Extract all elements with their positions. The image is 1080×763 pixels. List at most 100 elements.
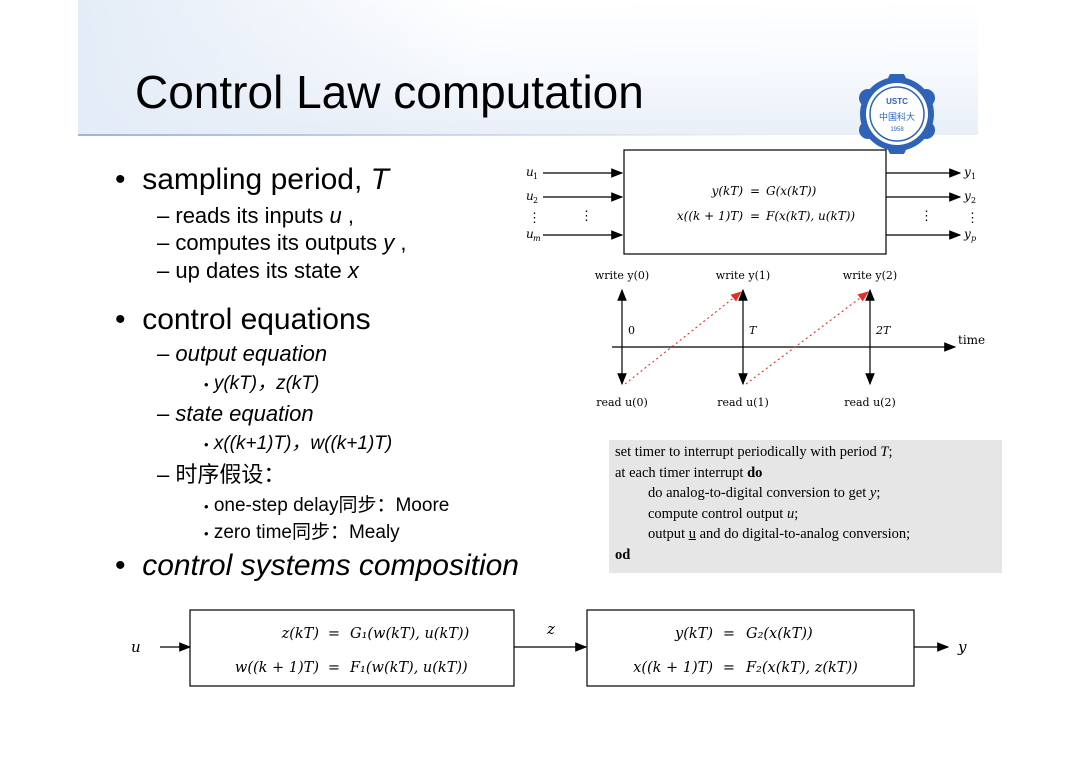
sub-bullet-text: up dates its state <box>175 258 348 283</box>
input-subscript: 1 <box>533 172 538 181</box>
sub-sub-bullet-text: zero time同步：Mealy <box>213 522 400 543</box>
block-eq2-lhs: x((k + 1)T) <box>677 209 743 223</box>
composition-input-label: u <box>131 638 141 656</box>
bullet-marker: • <box>115 549 126 582</box>
dash-marker: – <box>157 401 170 426</box>
code-text: and do digital-to-analog conversion; <box>695 526 911 542</box>
sub-bullet-var: u <box>329 203 342 228</box>
input-subscript: 2 <box>533 196 538 205</box>
code-var: u <box>786 505 795 522</box>
write-label: write y(0) <box>595 269 649 282</box>
sub-bullet-updates: – up dates its state x <box>157 258 359 284</box>
code-line: compute control output u; <box>615 504 1002 525</box>
write-label: write y(1) <box>716 269 770 282</box>
sub-bullet-text: computes its outputs <box>175 230 384 255</box>
ustc-logo: USTC 中国科大 1958 <box>859 74 935 154</box>
output-label: y <box>963 189 971 203</box>
block1-eq1-lhs: z(kT) <box>281 626 319 642</box>
logo-top-text: USTC <box>886 97 908 106</box>
code-line: set timer to interrupt periodically with… <box>615 442 1002 463</box>
read-label: read u(2) <box>844 396 896 409</box>
block-eq2-equals: = <box>750 209 760 223</box>
read-label: read u(0) <box>596 396 648 409</box>
input-label: u <box>526 189 534 203</box>
dotted-delay-arrow <box>745 291 869 385</box>
block1-eq2-rhs: F₁(w(kT), u(kT)) <box>349 660 468 676</box>
code-text: ; <box>794 505 799 522</box>
sub-bullet-var: y <box>383 230 395 255</box>
logo-year: 1958 <box>890 127 904 133</box>
time-axis-label: time <box>958 333 985 347</box>
code-text: set timer to interrupt periodically with… <box>615 444 881 460</box>
block1-eq1-rhs: G₁(w(kT), u(kT)) <box>350 626 469 642</box>
block2-eq1-rhs: G₂(x(kT)) <box>746 626 813 642</box>
bullet-var: T <box>370 163 389 196</box>
controller-block-2 <box>586 609 915 687</box>
sub-bullet-reads: – reads its inputs u , <box>157 203 354 229</box>
code-text: output <box>648 526 689 542</box>
sub-sub-bullet-output-terms: • y(kT)，z(kT) <box>204 373 319 396</box>
output-vdots-mid: ⋮ <box>920 209 933 224</box>
bullet-text: control systems composition <box>142 549 519 582</box>
block-eq1-lhs: y(kT) <box>711 184 744 198</box>
code-var: u <box>688 526 696 542</box>
tick-label: T <box>749 324 758 337</box>
dash-marker: – <box>157 230 170 255</box>
controller-block-1 <box>189 609 515 687</box>
sub-bullet-suffix: , <box>394 230 407 255</box>
block2-eq2-lhs: x((k + 1)T) <box>633 660 713 676</box>
title-band-shade <box>78 0 478 135</box>
block-eq1-rhs: G(x(kT)) <box>766 184 817 198</box>
code-text: ; <box>888 444 893 460</box>
bullet-marker: • <box>204 437 209 452</box>
block-eq1-equals: = <box>750 184 760 198</box>
sub-bullet-state-equation: – state equation <box>157 401 314 427</box>
block2-eq2-rhs: F₂(x(kT), z(kT)) <box>745 660 858 676</box>
code-text: do analog-to-digital conversion to get <box>648 485 870 501</box>
sub-bullet-timing: – 时序假设： <box>157 462 285 488</box>
bullet-text: sampling period, <box>142 163 371 196</box>
sub-sub-bullet-text: y(kT)，z(kT) <box>213 373 320 394</box>
code-text: ; <box>876 485 881 501</box>
bullet-text: control equations <box>142 303 371 336</box>
input-vdots-mid: ⋮ <box>580 209 593 224</box>
output-subscript: p <box>971 234 976 243</box>
sub-sub-bullet-one-step: • one-step delay同步：Moore <box>204 495 449 518</box>
sub-bullet-text: output equation <box>175 341 328 366</box>
input-vdots: ⋮ <box>528 211 541 226</box>
block1-eq2-equals: = <box>328 660 340 676</box>
input-subscript: m <box>533 234 541 243</box>
code-line: at each timer interrupt do <box>615 463 1002 484</box>
dotted-delay-arrow <box>624 291 742 385</box>
sub-bullet-suffix: , <box>341 203 354 228</box>
system-box <box>623 149 887 255</box>
code-var: T <box>880 444 889 460</box>
dash-marker: – <box>157 341 170 366</box>
code-keyword: od <box>615 546 631 563</box>
output-vdots: ⋮ <box>966 211 979 226</box>
sub-bullet-computes: – computes its outputs y , <box>157 230 407 256</box>
read-label: read u(1) <box>717 396 769 409</box>
bullet-sampling-period: • sampling period, T <box>115 163 389 197</box>
logo-middle-text: 中国科大 <box>879 111 915 123</box>
code-text: compute control output <box>648 505 787 522</box>
code-line: do analog-to-digital conversion to get y… <box>615 483 1002 504</box>
title-underline <box>78 134 778 136</box>
block1-eq2-lhs: w((k + 1)T) <box>235 660 319 676</box>
bullet-marker: • <box>204 526 209 541</box>
output-subscript: 1 <box>971 172 976 181</box>
composition-link-label: z <box>546 620 555 638</box>
code-line: output u and do digital-to-analog conver… <box>615 524 1002 545</box>
code-keyword: do <box>747 464 763 481</box>
sub-sub-bullet-text: x((k+1)T)，w((k+1)T) <box>213 433 393 454</box>
bullet-marker: • <box>204 377 209 392</box>
sub-bullet-output-equation: – output equation <box>157 341 327 367</box>
dash-marker: – <box>157 462 170 487</box>
input-label: u <box>526 165 534 179</box>
tick-label: 0 <box>628 324 635 337</box>
bullet-marker: • <box>204 499 209 514</box>
sub-bullet-text: state equation <box>175 401 314 426</box>
dash-marker: – <box>157 203 170 228</box>
block1-eq1-equals: = <box>328 626 340 642</box>
